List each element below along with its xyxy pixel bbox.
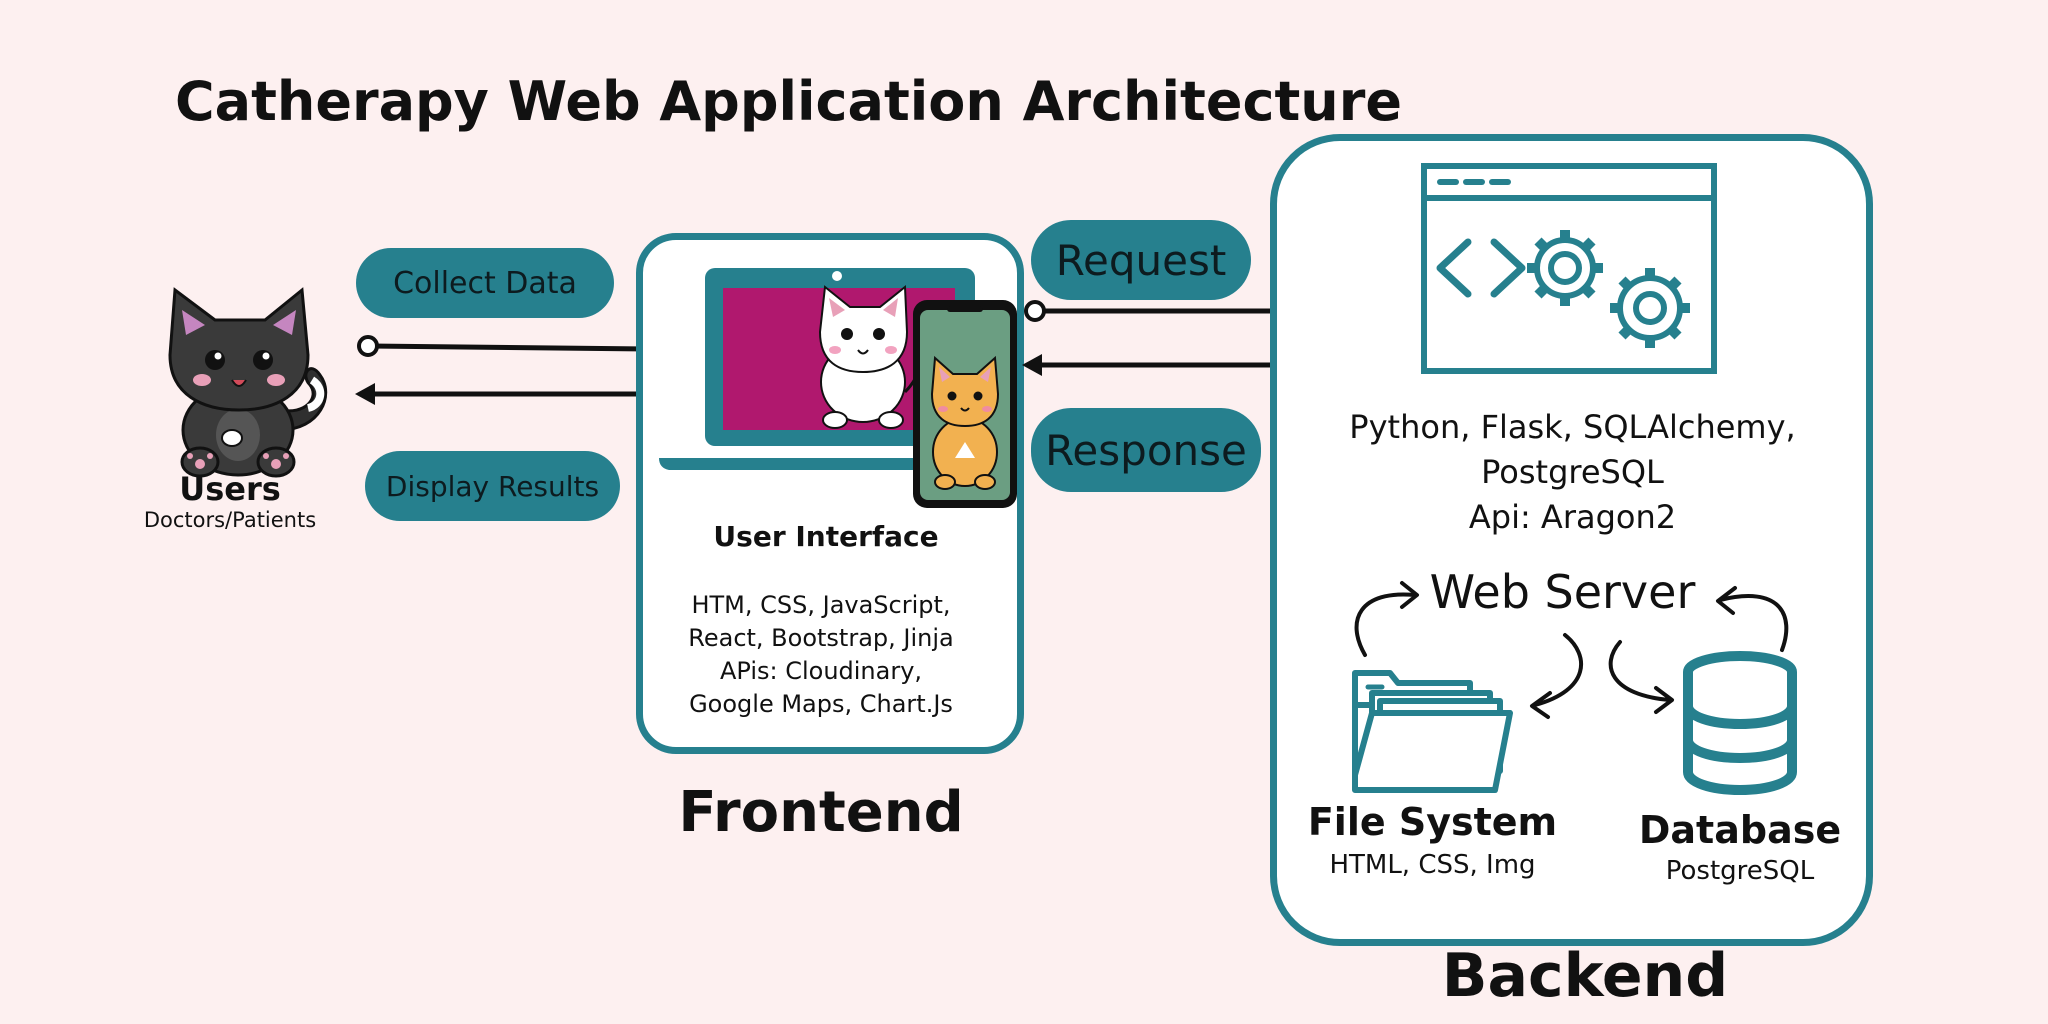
laptop-phone-icon (659, 268, 1017, 508)
database-icon (1683, 651, 1797, 796)
frontend-tech-line: HTM, CSS, JavaScript, (691, 591, 951, 619)
file-system-sub: HTML, CSS, Img (1329, 850, 1536, 880)
backend-tech-line: Api: Aragon2 (1468, 498, 1677, 536)
frontend-tech-line: APis: Cloudinary, (719, 657, 923, 685)
database-label: Database (1638, 808, 1842, 852)
web-server-label: Web Server (1429, 565, 1696, 619)
backend-label: Backend (1441, 941, 1729, 1011)
users-sublabel: Doctors/Patients (143, 508, 317, 532)
frontend-tech-line: Google Maps, Chart.Js (689, 690, 953, 718)
frontend-tech-list: HTM, CSS, JavaScript, React, Bootstrap, … (636, 589, 1006, 721)
frontend-label: Frontend (678, 780, 964, 845)
user-cat-icon (168, 287, 328, 478)
backend-tech-line: Python, Flask, SQLAlchemy, (1349, 408, 1796, 446)
collect-data-label: Collect Data (393, 265, 577, 301)
response-label: Response (1045, 425, 1247, 475)
diagram-title: Catherapy Web Application Architecture (175, 70, 1402, 133)
response-pill: Response (1031, 408, 1261, 492)
database-sub: PostgreSQL (1665, 856, 1815, 886)
display-results-label: Display Results (385, 469, 600, 503)
backend-tech-list: Python, Flask, SQLAlchemy, PostgreSQL Ap… (1275, 405, 1870, 540)
file-system-label: File System (1307, 800, 1558, 844)
user-interface-title: User Interface (713, 520, 939, 553)
request-label: Request (1055, 235, 1227, 285)
request-pill: Request (1031, 220, 1251, 300)
code-settings-window-icon (1421, 163, 1717, 374)
frontend-tech-line: React, Bootstrap, Jinja (688, 624, 954, 652)
display-results-pill: Display Results (365, 451, 620, 521)
collect-data-pill: Collect Data (356, 248, 614, 318)
backend-tech-line: PostgreSQL (1481, 453, 1664, 491)
folder-icon (1352, 670, 1513, 793)
users-label: Users (179, 470, 281, 508)
